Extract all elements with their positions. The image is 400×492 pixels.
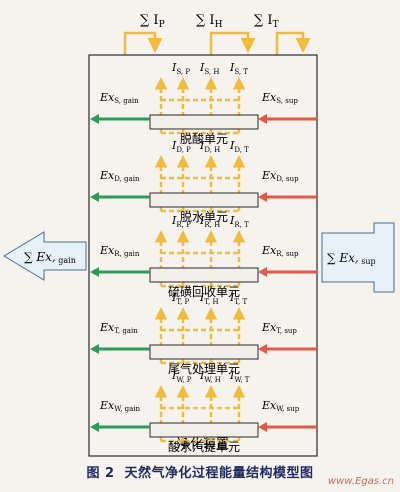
sum-ip-label: ∑ IP [140, 13, 165, 30]
total-gain-label: ∑ Ex, gain [24, 250, 76, 265]
unit-name: 酸水汽提单元 [168, 439, 240, 454]
ex-gain-label: ExT, gain [99, 321, 138, 335]
gain-arrow [90, 267, 150, 277]
unit-box [149, 422, 259, 438]
top-line-p [123, 31, 163, 55]
unit-name: 硫磺回收单元 [168, 284, 240, 299]
i-t-label: IR, T [229, 214, 249, 229]
top-line-h [209, 31, 256, 55]
ex-gain-label: ExR, gain [99, 244, 140, 258]
plant-frame [88, 54, 318, 457]
supply-arrow [258, 422, 318, 432]
total-sup-arrow: ∑ Ex, sup [321, 222, 395, 293]
supply-arrow [258, 114, 318, 124]
ex-sup-label: ExW, sup [261, 399, 300, 413]
gain-arrow [90, 344, 150, 354]
figure-caption: 图 2 天然气净化过程能量结构模型图 [0, 462, 400, 481]
unit-name: 脱水单元 [180, 209, 228, 224]
i-p-label: IS, P [171, 61, 190, 76]
top-line-t [275, 31, 311, 55]
ex-gain-label: ExW, gain [99, 399, 141, 413]
gain-arrow [90, 114, 150, 124]
figure-title: 天然气净化过程能量结构模型图 [124, 466, 314, 481]
i-t-label: ID, T [229, 139, 249, 154]
sum-it-label: ∑ IT [254, 13, 279, 30]
unit-name: 尾气处理单元 [168, 361, 240, 376]
unit-box [149, 344, 259, 360]
gain-arrow [90, 422, 150, 432]
unit-name: 脱酸单元 [180, 131, 228, 146]
unit-s: IS, P IS, H IS, T 脱酸单元 ExS, gain ExS, sup [99, 61, 298, 146]
supply-arrow [258, 192, 318, 202]
ex-sup-label: ExS, sup [261, 91, 298, 105]
supply-arrow [258, 344, 318, 354]
ex-sup-label: ExT, sup [261, 321, 297, 335]
i-t-label: IS, T [229, 61, 248, 76]
unit-box [149, 192, 259, 208]
total-gain-arrow: ∑ Ex, gain [3, 231, 87, 281]
figure-number: 图 2 [86, 466, 115, 481]
unit-box [149, 267, 259, 283]
top-output-lines [123, 31, 311, 55]
total-sup-label: ∑ Ex, sup [327, 251, 376, 266]
ex-gain-label: ExS, gain [99, 91, 139, 105]
ex-gain-label: ExD, gain [99, 169, 140, 183]
unit-box [149, 114, 259, 130]
watermark-text: www.Egas.cn [327, 476, 394, 487]
sum-ih-label: ∑ IH [196, 13, 223, 30]
ex-sup-label: ExD, sup [261, 169, 299, 183]
supply-arrow [258, 267, 318, 277]
ex-sup-label: ExR, sup [261, 244, 299, 258]
gain-arrow [90, 192, 150, 202]
units-layer: IS, P IS, H IS, T 脱酸单元 ExS, gain ExS, supID, … [90, 61, 318, 454]
i-h-label: IS, H [199, 61, 219, 76]
